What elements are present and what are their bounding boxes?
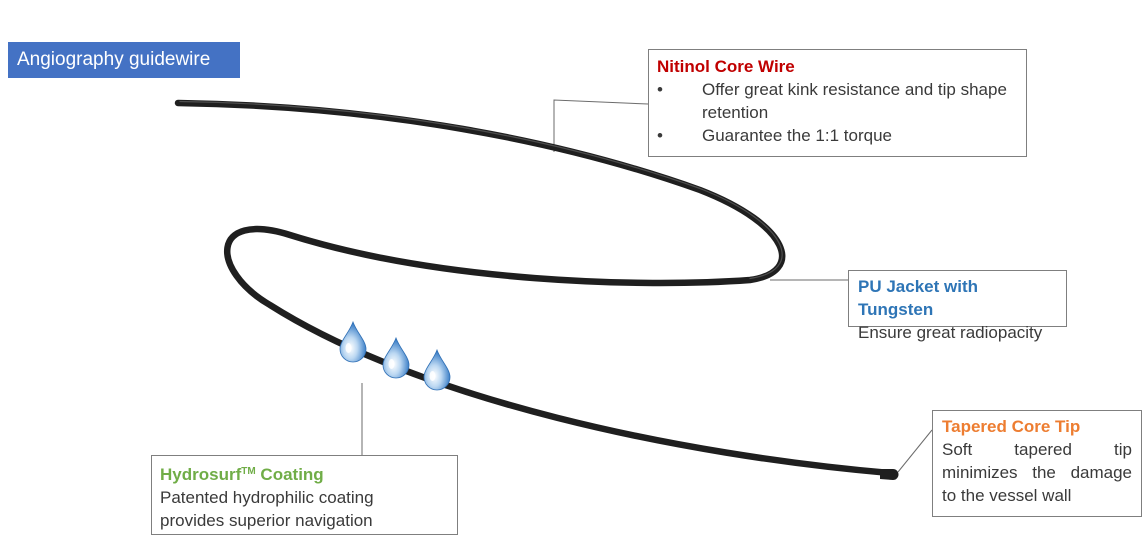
- tapered-tip-end: [880, 469, 899, 480]
- nitinol-core-wire-callout: Nitinol Core Wire Offer great kink resis…: [648, 49, 1027, 157]
- pu-jacket-callout: PU Jacket with Tungsten Ensure great rad…: [848, 270, 1067, 342]
- tapered-tip-line-2: minimizes the damage: [942, 463, 1132, 482]
- tapered-tip-leader-line: [897, 429, 933, 473]
- tapered-tip-heading: Tapered Core Tip: [942, 417, 1081, 436]
- pu-jacket-text: Ensure great radiopacity: [858, 323, 1043, 342]
- hydrosurf-heading-main: Hydrosurf: [160, 465, 242, 484]
- hydrosurf-heading-tail: Coating: [255, 465, 324, 484]
- hydrosurf-line-2: provides superior navigation: [160, 511, 373, 530]
- water-droplet-icon: [382, 336, 410, 379]
- tapered-core-tip-callout: Tapered Core Tip Soft tapered tip minimi…: [932, 410, 1142, 517]
- tapered-tip-line-1: Soft tapered tip: [942, 440, 1132, 459]
- hydrosurf-coating-callout: HydrosurfTM Coating Patented hydrophilic…: [151, 455, 458, 535]
- nitinol-bullet-2: Guarantee the 1:1 torque: [657, 124, 1018, 147]
- guidewire-highlight: [179, 100, 783, 280]
- hydrosurf-line-1: Patented hydrophilic coating: [160, 488, 374, 507]
- nitinol-heading: Nitinol Core Wire: [657, 57, 795, 76]
- tapered-tip-line-3: to the vessel wall: [942, 486, 1072, 505]
- hydrosurf-heading: HydrosurfTM Coating: [160, 460, 449, 486]
- water-droplet-icon: [339, 320, 367, 363]
- nitinol-bullet-list: Offer great kink resistance and tip shap…: [657, 78, 1018, 147]
- guidewire-wire: [174, 99, 894, 477]
- nitinol-bullet-1: Offer great kink resistance and tip shap…: [657, 78, 1018, 124]
- pu-jacket-heading: PU Jacket with Tungsten: [858, 277, 978, 319]
- water-droplet-icon: [423, 348, 451, 391]
- diagram-title: Angiography guidewire: [8, 42, 240, 78]
- nitinol-leader-line: [553, 99, 649, 152]
- trademark-mark: TM: [241, 466, 256, 477]
